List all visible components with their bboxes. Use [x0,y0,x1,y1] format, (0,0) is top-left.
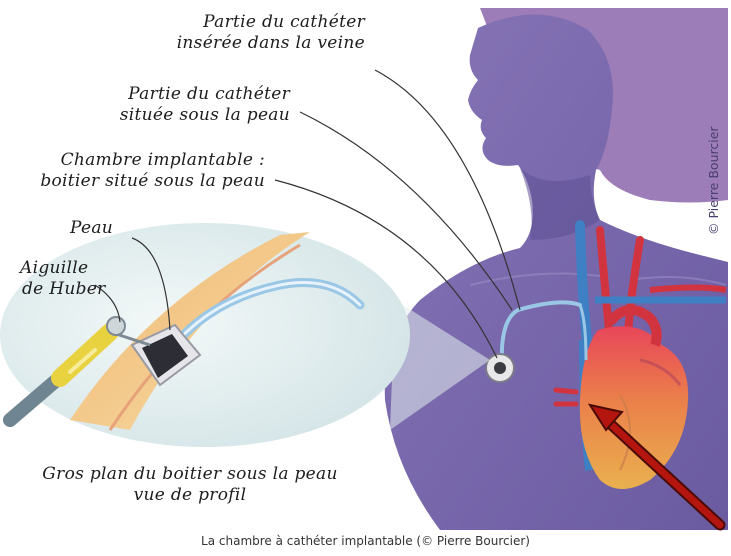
closeup-view [0,223,410,447]
label-skin: Peau [70,218,113,239]
image-credit: © Pierre Bourcier [706,126,721,235]
label-huber-needle: Aiguille de Huber [20,258,106,300]
label-catheter-in-vein: Partie du cathéter insérée dans la veine [177,12,365,54]
port-icon [486,354,514,382]
label-implantable-chamber: Chambre implantable : boitier situé sous… [40,150,265,192]
label-catheter-under-skin: Partie du cathéter située sous la peau [120,84,290,126]
figure-caption: La chambre à cathéter implantable (© Pie… [0,534,731,548]
label-closeup: Gros plan du boitier sous la peau vue de… [0,464,380,506]
